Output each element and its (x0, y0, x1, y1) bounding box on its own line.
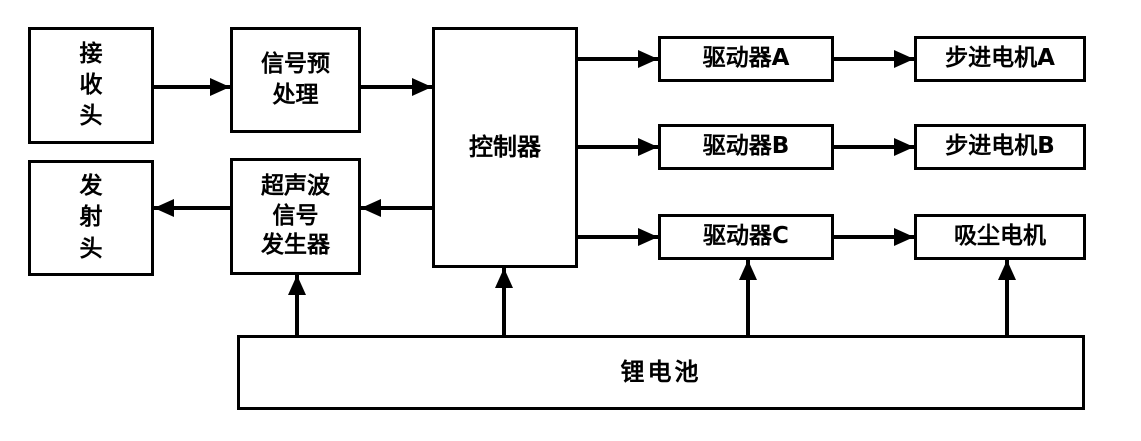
node-stepper-motor-b: 步进电机B (914, 124, 1086, 170)
node-ultrasonic-signal-generator-label: 超声波 信号 发生器 (261, 172, 330, 259)
node-receiver-label: 接 收 头 (79, 40, 103, 130)
node-signal-preprocess: 信号预 处理 (230, 27, 361, 133)
node-transmitter-label: 发 射 头 (79, 173, 103, 262)
node-driver-b-label: 驱动器B (702, 133, 790, 160)
node-stepper-motor-a-label: 步进电机A (945, 45, 1055, 72)
node-vacuum-motor: 吸尘电机 (914, 214, 1086, 260)
node-driver-a-label: 驱动器A (702, 45, 790, 72)
node-vacuum-motor-label: 吸尘电机 (954, 223, 1046, 250)
node-driver-c: 驱动器C (658, 214, 834, 260)
node-controller-label: 控制器 (469, 133, 541, 162)
node-stepper-motor-b-label: 步进电机B (945, 133, 1055, 160)
node-controller: 控制器 (432, 27, 578, 268)
node-signal-preprocess-label: 信号预 处理 (261, 50, 330, 108)
node-transmitter: 发 射 头 (28, 160, 154, 276)
node-driver-a: 驱动器A (658, 36, 834, 82)
node-lithium-battery-label: 锂电池 (620, 358, 702, 387)
node-lithium-battery: 锂电池 (237, 335, 1085, 410)
node-ultrasonic-signal-generator: 超声波 信号 发生器 (230, 158, 361, 275)
node-driver-b: 驱动器B (658, 124, 834, 170)
node-driver-c-label: 驱动器C (703, 223, 789, 250)
node-receiver: 接 收 头 (28, 27, 154, 144)
node-stepper-motor-a: 步进电机A (914, 36, 1086, 82)
